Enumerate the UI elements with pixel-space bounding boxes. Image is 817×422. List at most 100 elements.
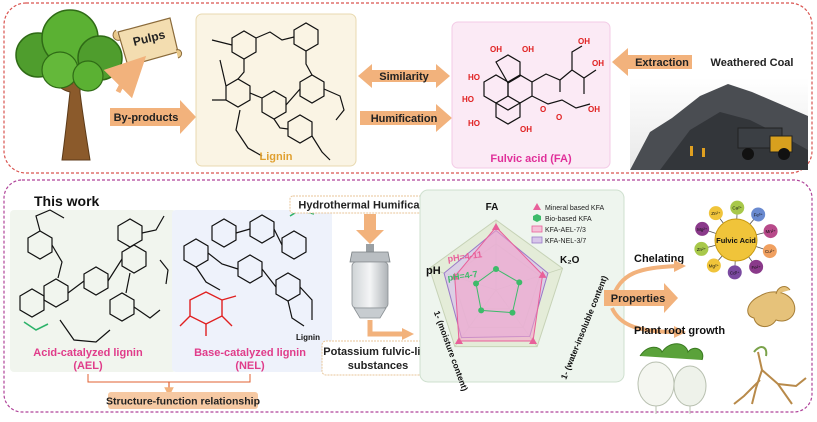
nel-lignin-tag: Lignin [296,333,320,342]
radar-mineral-point-3 [454,336,463,344]
plant-arrowhead [674,326,686,338]
metal-ion-0 [695,221,710,236]
metal-ion-label-6: Fe²⁺ [752,265,762,270]
metal-ion-label-8: Mg²⁺ [709,264,720,269]
svg-text:OH: OH [490,45,502,54]
metal-ion-9 [694,241,709,256]
tree-illustration [15,9,123,161]
fulvic-acid-label: Fulvic acid (FA) [490,153,572,165]
lignin-structure-box [195,13,357,167]
nel-label-line1: Base-catalyzed lignin [194,347,306,359]
radar-bio-point-4 [473,280,480,287]
similarity-label: Similarity [379,71,429,83]
radar-mineral-point-2 [529,336,538,344]
properties-to-plant-arrow [610,307,677,334]
metal-ion-label-2: Ca²⁺ [732,206,742,211]
svg-text:HO: HO [468,119,480,128]
metal-ion-label-4: Mn²⁺ [766,229,777,234]
metal-ion-2 [730,200,745,215]
tree-to-pulps-arrow [103,55,147,99]
radar-ph-range-1: pH=4-11 [447,249,483,264]
ael-structure-drawing [19,209,169,343]
nel-structure-drawing [183,214,313,327]
nel-label-line2: (NEL) [235,360,265,372]
radar-bio-point-1 [516,279,523,286]
radar-axis-k2o: K₂O [560,255,580,266]
chelating-arrowhead [674,260,686,272]
radar-series-bio [475,268,520,314]
svg-text:OH: OH [578,37,590,46]
potassium-label-line1: Potassium fulvic-like [323,346,432,358]
radar-chart [428,219,564,348]
metal-ion-label-1: Zn²⁺ [711,211,721,216]
weathered-coal-photo [630,78,808,170]
fulvic-acid-structure-drawing [483,45,597,125]
metal-ion-5 [762,244,777,259]
legend-ael-label: KFA-AEL-7/3 [545,227,586,234]
fulvic-acid-center-circle [714,218,758,262]
ginseng-root-illustration [733,346,807,405]
ael-nel-bracket [87,374,251,383]
metal-ion-6 [749,259,764,274]
nel-red-sugar-unit [179,291,237,336]
reactor-vessel-icon [349,244,391,319]
humification-label: Humification [371,113,438,125]
reactor-out-arrowhead [402,328,414,340]
legend-nel-marker [531,236,543,244]
radar-axis-ph: pH [426,265,441,277]
radar-series-ael [454,226,544,342]
weathered-coal-label: Weathered Coal [711,57,794,69]
pulps-scroll-icon [112,17,183,67]
svg-text:OH: OH [588,105,600,114]
metal-ion-3 [751,207,766,222]
hydrothermal-label: Hydrothermal Humification [298,200,439,212]
svg-text:OH: OH [520,125,532,134]
properties-arrow [604,283,678,313]
metal-ion-8 [706,258,721,273]
metal-ion-7 [727,265,742,280]
svg-text:HO: HO [462,95,474,104]
metal-ion-1 [708,206,723,221]
extraction-arrow [612,48,692,76]
metal-ion-label-3: Fe³⁺ [754,212,764,217]
lignin-label: Lignin [260,151,293,163]
fulvic-acid-box [451,21,611,169]
radar-bio-point-3 [478,307,485,314]
fulvic-acid-center-label: Fulvic Acid [716,236,756,245]
legend-mineral-label: Mineral based KFA [545,205,604,212]
potassium-label-line2: substances [348,360,409,372]
svg-text:O: O [556,113,562,122]
svg-text:HO: HO [468,73,480,82]
lignin-structure-drawing [211,22,345,161]
legend-bio-marker [533,214,541,222]
ael-green-bond [23,321,49,331]
radar-bio-point-0 [493,266,499,272]
plant-root-growth-label: Plant root growth [634,325,725,337]
radar-ph-range-2: pH=4-7 [447,269,478,283]
legend-ael-marker [531,225,543,233]
structure-function-label: Structure-function relationship [106,396,260,408]
similarity-arrow [358,64,450,88]
ael-label-line1: Acid-catalyzed lignin [33,347,143,359]
humification-arrow [360,104,452,132]
legend-mineral-marker [533,203,541,210]
ginger-root-illustration [747,286,796,327]
structure-function-box [108,392,258,409]
svg-text:O: O [540,105,546,114]
svg-text:OH: OH [592,59,604,68]
extraction-label: Extraction [635,57,689,69]
chelating-label: Chelating [634,253,684,265]
this-work-label: This work [34,193,100,209]
nel-structure-box [172,210,332,372]
reactor-out-arrow [367,320,404,337]
metal-ion-label-5: Cu²⁺ [765,249,775,254]
by-products-arrow [110,100,196,134]
legend-bio-label: Bio-based KFA [545,216,592,223]
properties-label: Properties [611,293,665,305]
metal-ion-4 [763,224,778,239]
svg-text:OH: OH [522,45,534,54]
radar-bio-point-2 [509,309,516,316]
bottom-panel-frame [3,179,813,413]
metal-ion-label-0: Mg²⁺ [697,227,708,232]
